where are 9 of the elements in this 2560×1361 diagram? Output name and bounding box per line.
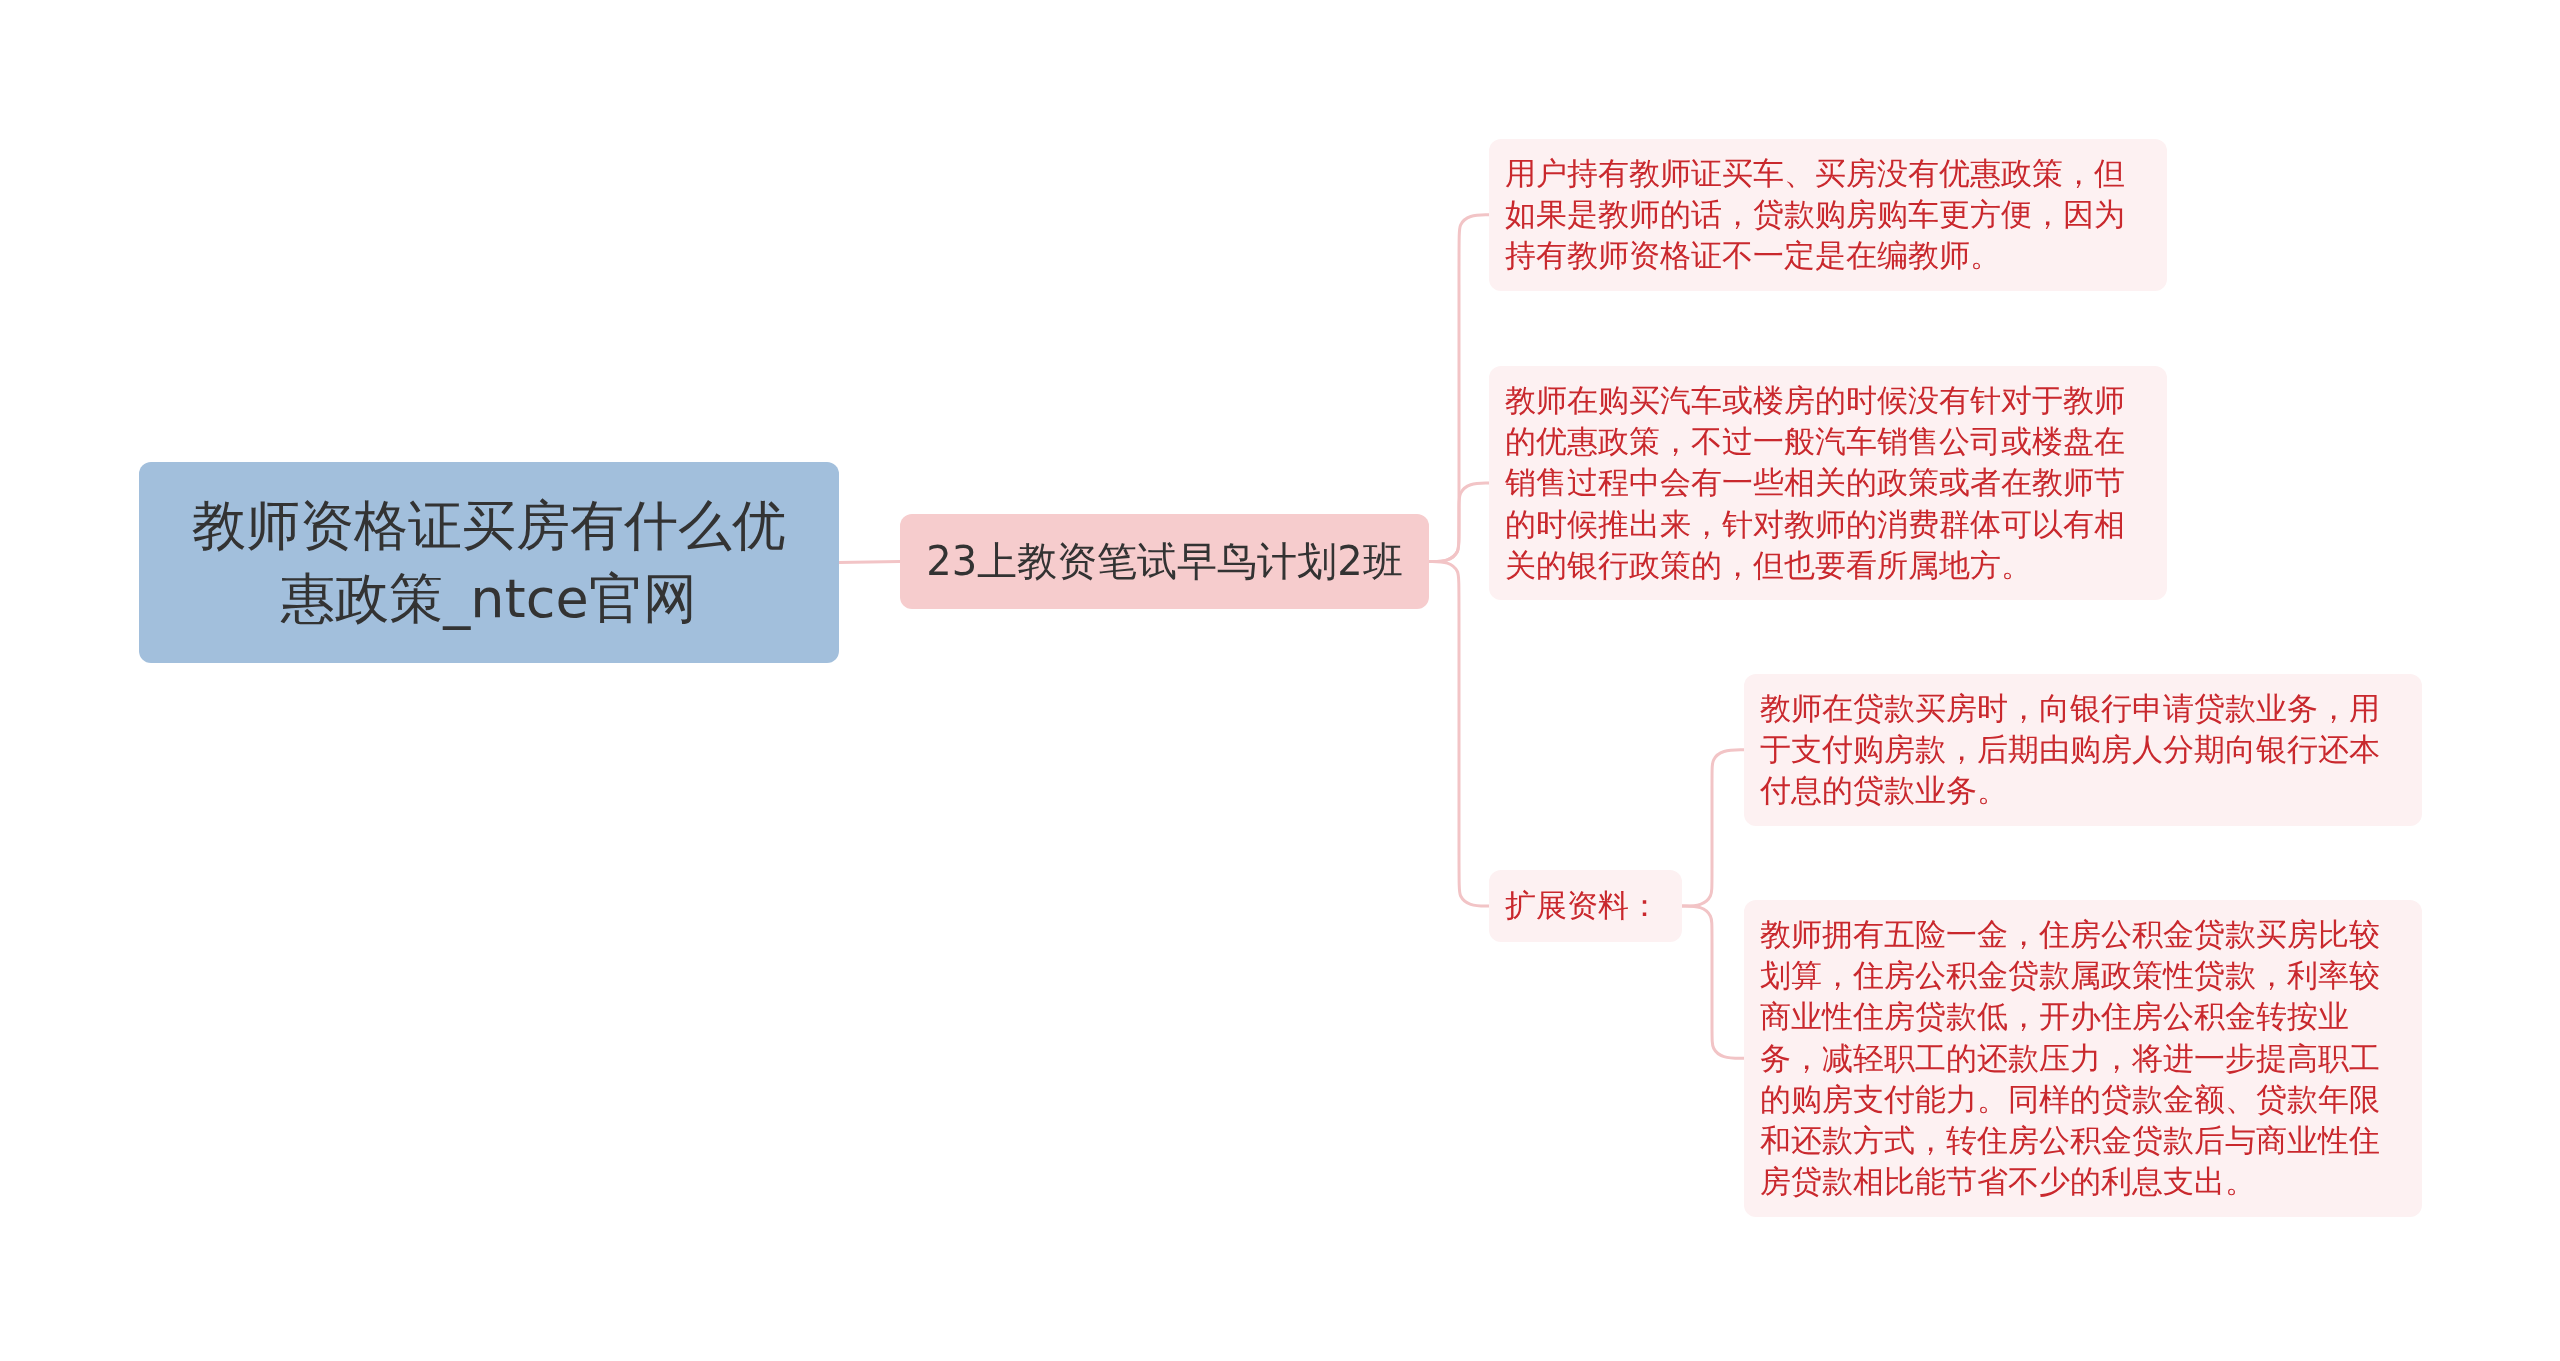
note-box: 用户持有教师证买车、买房没有优惠政策，但如果是教师的话，贷款购房购车更方便，因为持有教师资格证不一定是在编教师。 xyxy=(1489,139,2167,291)
note-box: 教师在购买汽车或楼房的时候没有针对于教师的优惠政策，不过一般汽车销售公司或楼盘在销售过程中会有一些相关的政策或者在教师节的时候推出来，针对教师的消费群体可以有相关的银行政策的，但也要看所属地方。 xyxy=(1489,366,2167,601)
subtopic-box: 扩展资料： xyxy=(1489,870,1682,942)
note-box: 教师拥有五险一金，住房公积金贷款买房比较划算，住房公积金贷款属政策性贷款，利率较商业性住房贷款低，开办住房公积金转按业务，减轻职工的还款压力，将进一步提高职工的购房支付能力。同样的贷款金额、贷款年限和还款方式，转住房公积金贷款后与商业性住房贷款相比能节省不少的利息支出。 xyxy=(1744,900,2422,1217)
note-box: 教师在贷款买房时，向银行申请贷款业务，用于支付购房款，后期由购房人分期向银行还本付息的贷款业务。 xyxy=(1744,674,2422,826)
topic-box: 教师资格证买房有什么优惠政策_ntce官网 xyxy=(139,462,839,663)
connector-line xyxy=(838,560,901,564)
subtopic-box: 23上教资笔试早鸟计划2班 xyxy=(900,514,1429,609)
connector-line xyxy=(1682,748,1744,908)
